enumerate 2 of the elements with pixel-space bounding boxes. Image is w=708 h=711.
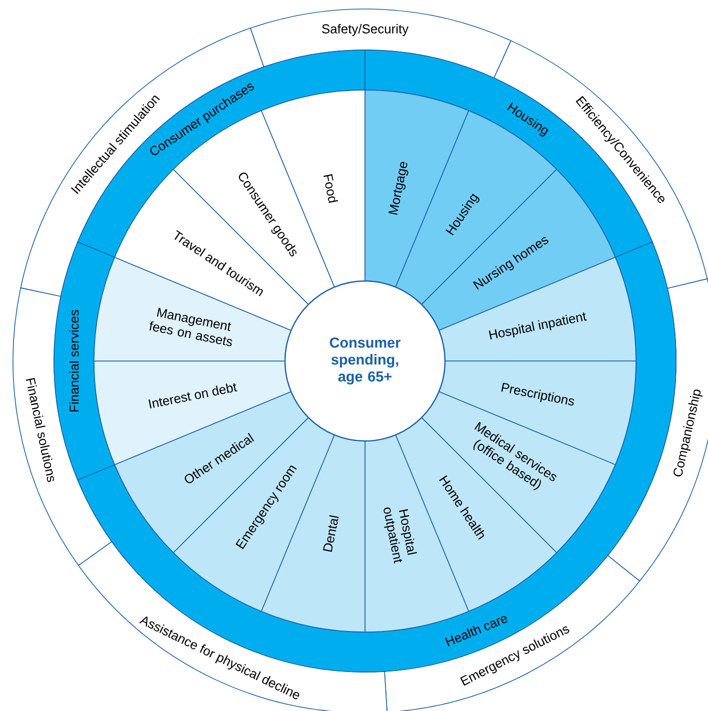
outer-ring-segment: Safety/Security [250,8,512,78]
band-segment: Financial services [54,242,116,480]
